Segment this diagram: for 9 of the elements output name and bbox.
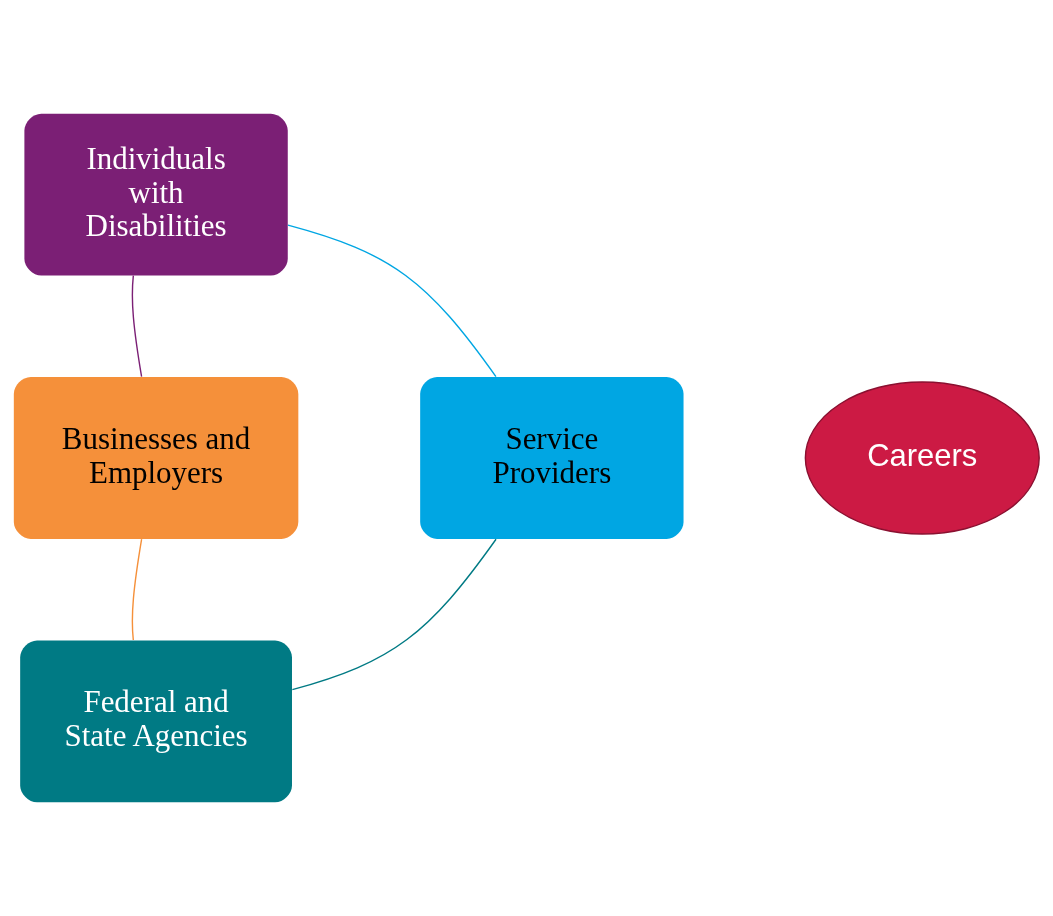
- connector: [131, 538, 143, 641]
- node-box: Federal and State Agencies: [20, 640, 292, 803]
- node-box: Businesses and Employers: [13, 377, 299, 539]
- node-box: Service Providers: [420, 377, 684, 539]
- connector: [291, 538, 497, 691]
- node-box: Individuals with Disabilities: [24, 113, 288, 276]
- connector: [131, 275, 143, 378]
- node-ellipse: Careers: [804, 381, 1040, 535]
- connector: [287, 224, 497, 378]
